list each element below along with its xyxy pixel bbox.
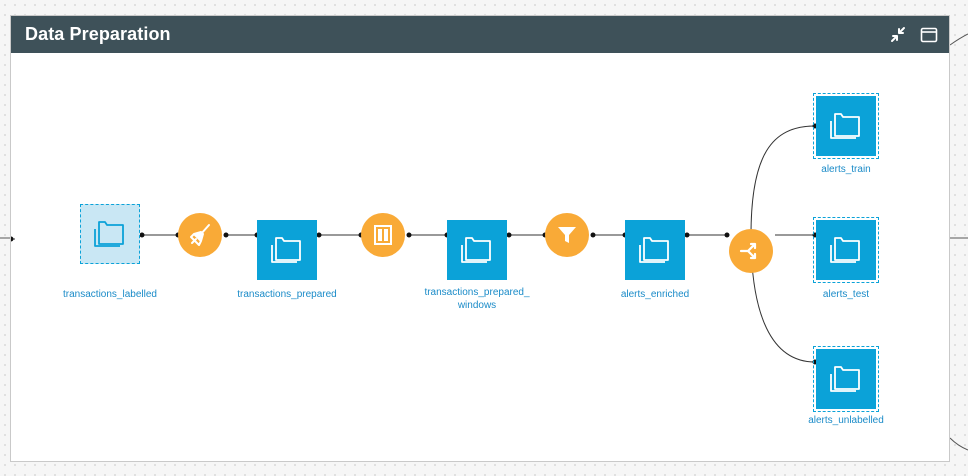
edge-outgoing-top [949,33,968,46]
recipe-filter[interactable] [545,213,589,257]
edge-outgoing-bottom [949,437,968,451]
dataset-label[interactable]: alerts_unlabelled [808,415,884,426]
flow-zone-data-preparation[interactable]: Data Preparation [10,15,950,462]
dataset-transactions-prepared-windows[interactable] [447,220,507,280]
recipe-window[interactable] [361,213,405,257]
dataset-alerts-unlabelled[interactable] [813,346,879,412]
recipe-prepare[interactable] [178,213,222,257]
zone-title: Data Preparation [25,24,171,44]
dataset-label[interactable]: transactions_labelled [63,289,157,300]
dataset-label[interactable]: transactions_prepared_ [424,287,530,298]
dataset-alerts-test[interactable] [813,217,879,283]
zone-edges [11,123,818,365]
folder-icon [271,237,301,263]
broom-icon [190,224,210,246]
dataset-transactions-labelled[interactable] [80,204,140,264]
dataset-alerts-train[interactable] [813,93,879,159]
folder-icon [639,237,669,263]
dataset-label-line2[interactable]: windows [457,300,497,311]
funnel-icon [558,227,576,243]
folder-icon [461,237,491,263]
window-recipe-icon [374,225,392,245]
window-icon[interactable] [919,25,939,45]
dataset-transactions-prepared[interactable] [257,220,317,280]
folder-icon [94,221,124,247]
recipe-split[interactable] [729,229,773,273]
collapse-arrows-icon[interactable] [888,25,908,45]
folder-icon [830,237,860,263]
dataset-label[interactable]: transactions_prepared [237,289,337,300]
folder-icon [830,366,860,392]
zone-header: Data Preparation [11,16,949,53]
dataset-alerts-enriched[interactable] [625,220,685,280]
dataset-label[interactable]: alerts_enriched [620,289,690,300]
dataset-label[interactable]: alerts_train [821,164,871,175]
dataset-label[interactable]: alerts_test [822,289,870,300]
split-arrows-icon [739,242,757,260]
folder-icon [830,113,860,139]
